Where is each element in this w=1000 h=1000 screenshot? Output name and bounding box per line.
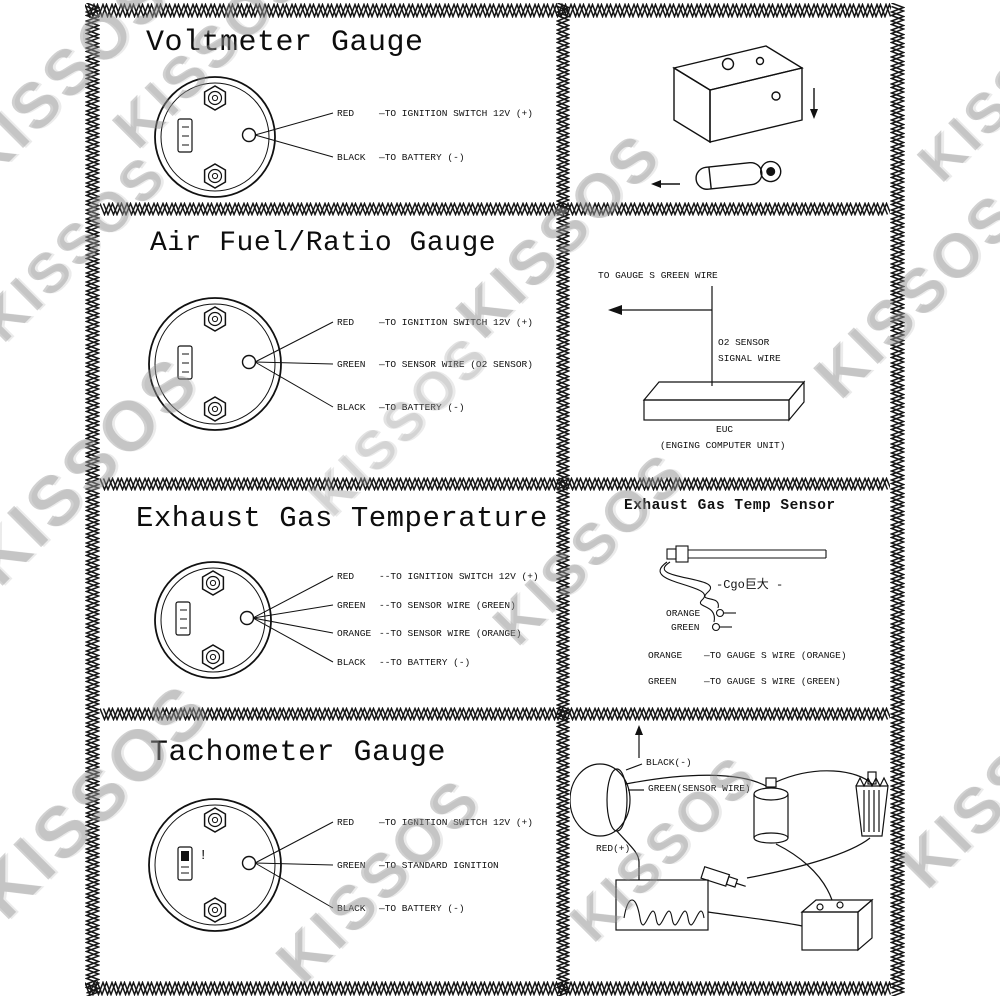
green-lead-label: GREEN xyxy=(671,622,700,633)
wire-color-name: RED xyxy=(337,571,355,582)
zigzag-border-left xyxy=(85,3,100,996)
signal-wire-label: SIGNAL WIRE xyxy=(718,353,781,364)
wire-destination: —TO BATTERY (-) xyxy=(379,152,465,163)
wire-label-red: RED --TO IGNITION SWITCH 12V (+) xyxy=(337,571,539,582)
ecu-full-label: (ENGING COMPUTER UNIT) xyxy=(660,440,786,451)
watermark-text: KISSOS xyxy=(905,0,1000,194)
voltmeter-panel: Voltmeter Gauge RED —TO IGNITION SWITCH 1… xyxy=(100,18,556,202)
wire-destination: —TO SENSOR WIRE (O2 SENSOR) xyxy=(379,359,533,370)
wire-label-black: BLACK --TO BATTERY (-) xyxy=(337,657,470,668)
wire-destination: —TO STANDARD IGNITION xyxy=(379,860,499,871)
zigzag-divider-vertical xyxy=(556,3,570,996)
egt-sensor-illustration xyxy=(659,545,827,632)
wire-label-red: RED —TO IGNITION SWITCH 12V (+) xyxy=(337,108,533,119)
black-wire-label: BLACK(-) xyxy=(646,757,692,768)
wire-color-name: BLACK xyxy=(337,903,366,914)
gauge-rear-view-diagram xyxy=(148,297,334,431)
wire-color-name: BLACK xyxy=(337,402,366,413)
wire-destination: —TO GAUGE S WIRE (GREEN) xyxy=(704,676,841,687)
zigzag-divider-row3 xyxy=(100,707,890,721)
wire-destination: --TO SENSOR WIRE (GREEN) xyxy=(379,600,516,611)
o2-sensor-label: O2 SENSOR xyxy=(718,337,770,348)
panel-title: Exhaust Gas Temp Sensor xyxy=(624,498,836,514)
o2-sensor-wiring-diagram xyxy=(608,286,806,422)
zigzag-divider-row1 xyxy=(100,202,890,216)
zigzag-divider-row2 xyxy=(100,477,890,491)
wire-color-name: RED xyxy=(337,817,355,828)
zigzag-border-right xyxy=(890,3,905,996)
svg-text:!: ! xyxy=(199,848,207,864)
wire-label-black: BLACK —TO BATTERY (-) xyxy=(337,402,465,413)
zigzag-border-bottom xyxy=(85,981,891,996)
wire-label-green: GREEN —TO SENSOR WIRE (O2 SENSOR) xyxy=(337,359,533,370)
orange-lead-label: ORANGE xyxy=(666,608,701,619)
wire-label-green: GREEN —TO STANDARD IGNITION xyxy=(337,860,499,871)
ecu-abbr-label: EUC xyxy=(716,424,734,435)
wire-destination: —TO IGNITION SWITCH 12V (+) xyxy=(379,317,533,328)
panel-title: Air Fuel/Ratio Gauge xyxy=(150,228,497,259)
gauge-rear-view-diagram xyxy=(154,561,334,679)
wire-color-name: RED xyxy=(337,317,355,328)
red-wire-label: RED(+) xyxy=(596,843,631,854)
voltmeter-install-panel xyxy=(570,18,890,202)
panel-title: Tachometer Gauge xyxy=(150,736,447,770)
egt-panel: Exhaust Gas Temperature RED --TO IGNITION… xyxy=(100,492,556,707)
green-connection: GREEN —TO GAUGE S WIRE (GREEN) xyxy=(648,676,841,687)
wire-destination: —TO IGNITION SWITCH 12V (+) xyxy=(379,108,533,119)
wire-label-red: RED —TO IGNITION SWITCH 12V (+) xyxy=(337,817,533,828)
wire-color-name: RED xyxy=(337,108,355,119)
panel-title: Voltmeter Gauge xyxy=(146,26,424,60)
wire-color-name: BLACK xyxy=(337,152,366,163)
wire-color-name: GREEN xyxy=(337,860,366,871)
wire-destination: —TO GAUGE S WIRE (ORANGE) xyxy=(704,650,847,661)
wire-label-orange: ORANGE --TO SENSOR WIRE (ORANGE) xyxy=(337,628,522,639)
egt-sensor-panel: Exhaust Gas Temp Sensor -Cgo巨大 - ORANGE … xyxy=(570,492,890,707)
wire-color-name: GREEN xyxy=(337,600,366,611)
wire-destination: --TO BATTERY (-) xyxy=(379,657,471,668)
tachometer-panel: ! Tachometer Gauge RED —TO IGNITION SWITC… xyxy=(100,722,556,981)
gauge-rear-view-diagram: ! xyxy=(148,798,334,932)
wire-destination: --TO IGNITION SWITCH 12V (+) xyxy=(379,571,539,582)
power-box-illustration xyxy=(651,45,818,190)
wire-destination: --TO SENSOR WIRE (ORANGE) xyxy=(379,628,522,639)
air-fuel-wiring-panel: TO GAUGE S GREEN WIRE O2 SENSOR SIGNAL W… xyxy=(570,216,890,477)
wire-color-name: ORANGE xyxy=(648,650,683,661)
wire-destination: —TO IGNITION SWITCH 12V (+) xyxy=(379,817,533,828)
gauge-rear-view-diagram xyxy=(154,76,334,198)
wire-label-red: RED —TO IGNITION SWITCH 12V (+) xyxy=(337,317,533,328)
tachometer-wiring-panel: BLACK(-) GREEN(SENSOR WIRE) RED(+) xyxy=(570,722,890,981)
wire-color-name: BLACK xyxy=(337,657,366,668)
wire-color-name: ORANGE xyxy=(337,628,372,639)
wire-destination: —TO BATTERY (-) xyxy=(379,903,465,914)
wire-color-name: GREEN xyxy=(337,359,366,370)
wire-color-name: GREEN xyxy=(648,676,677,687)
wire-label-green: GREEN --TO SENSOR WIRE (GREEN) xyxy=(337,600,516,611)
probe-marking: -Cgo巨大 - xyxy=(716,578,784,592)
wire-note: TO GAUGE S GREEN WIRE xyxy=(598,270,718,281)
panel-title: Exhaust Gas Temperature xyxy=(136,502,548,535)
zigzag-border-top xyxy=(85,3,891,18)
wire-destination: —TO BATTERY (-) xyxy=(379,402,465,413)
tachometer-wiring-diagram xyxy=(570,725,889,952)
air-fuel-panel: Air Fuel/Ratio Gauge RED —TO IGNITION SWI… xyxy=(100,216,556,477)
wire-label-black: BLACK —TO BATTERY (-) xyxy=(337,903,465,914)
wire-label-black: BLACK —TO BATTERY (-) xyxy=(337,152,465,163)
orange-connection: ORANGE —TO GAUGE S WIRE (ORANGE) xyxy=(648,650,847,661)
green-wire-label: GREEN(SENSOR WIRE) xyxy=(648,783,751,794)
